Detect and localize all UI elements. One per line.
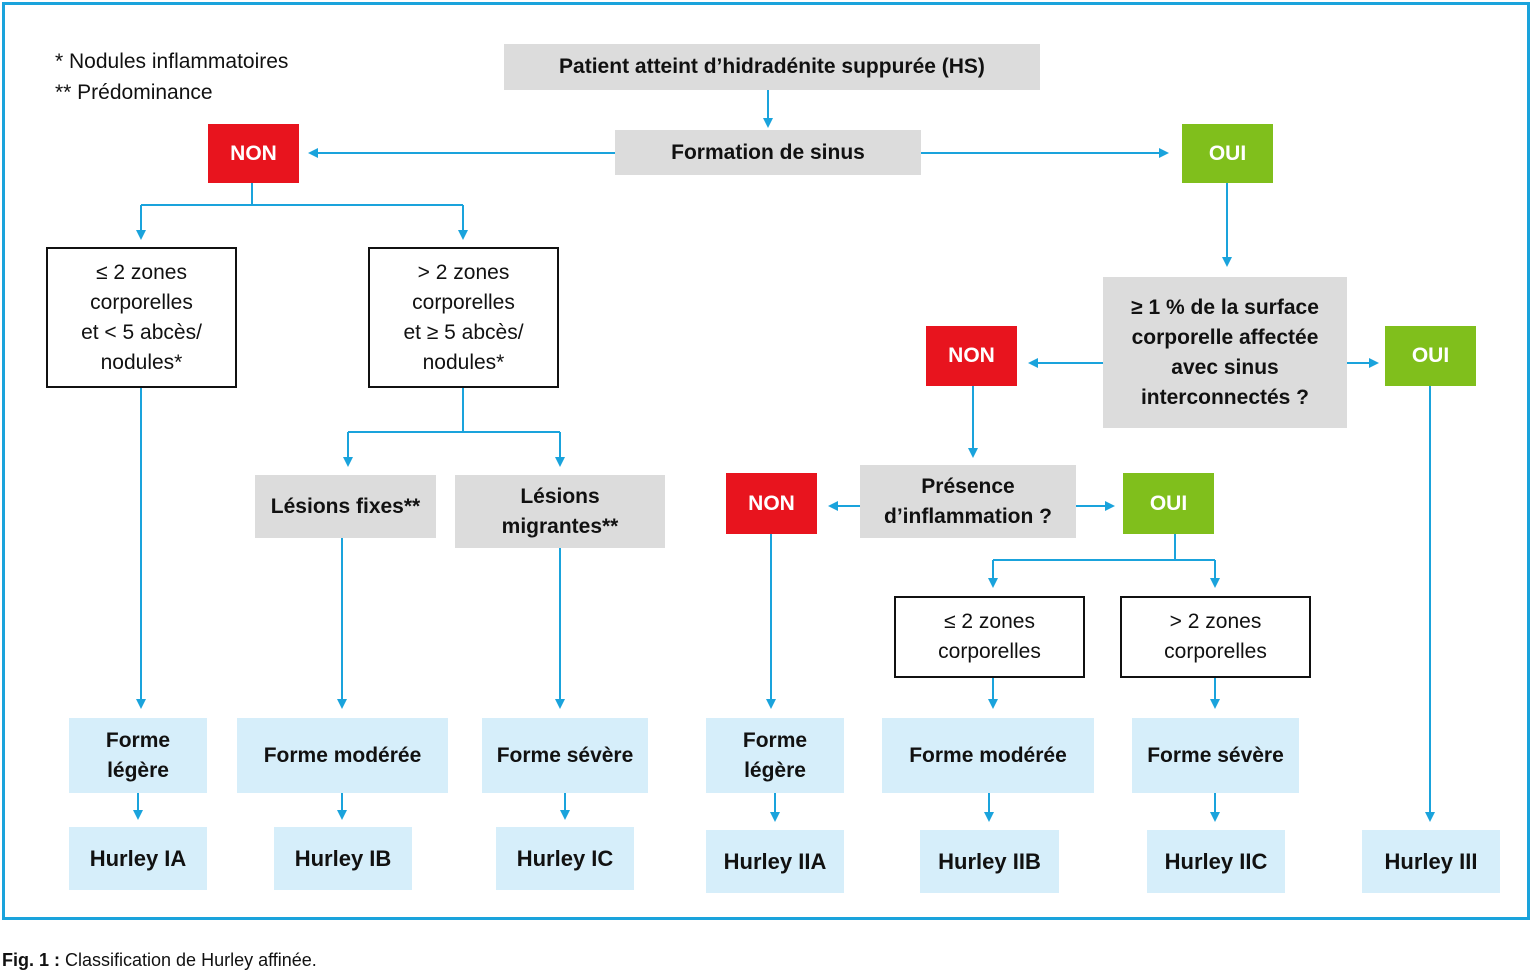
form-mild-2: Forme légère xyxy=(706,718,844,793)
node-sinus-formation: Formation de sinus xyxy=(615,130,921,175)
node-gt2-zones: > 2 zones corporelles xyxy=(1120,596,1311,678)
node-oui-inflammation: OUI xyxy=(1123,473,1214,534)
node-le2-zones: ≤ 2 zones corporelles xyxy=(894,596,1085,678)
node-non-inflammation: NON xyxy=(726,473,817,534)
node-non-surface: NON xyxy=(926,326,1017,386)
hurley-iia: Hurley IIA xyxy=(706,830,844,893)
node-body-surface-question: ≥ 1 % de la surface corporelle affectée … xyxy=(1103,277,1347,428)
node-inflammation-question: Présence d’inflammation ? xyxy=(860,465,1076,538)
caption-text: Classification de Hurley affinée. xyxy=(60,950,317,970)
hurley-ic: Hurley IC xyxy=(496,827,634,890)
diagram-frame xyxy=(2,2,1530,920)
node-oui-surface: OUI xyxy=(1385,326,1476,386)
figure-caption: Fig. 1 : Classification de Hurley affiné… xyxy=(2,950,317,971)
form-mild-1: Forme légère xyxy=(69,718,207,793)
form-severe-1: Forme sévère xyxy=(482,718,648,793)
hurley-iii: Hurley III xyxy=(1362,830,1500,893)
caption-label: Fig. 1 : xyxy=(2,950,60,970)
node-gt2-zones-abscess: > 2 zones corporelles et ≥ 5 abcès/ nodu… xyxy=(368,247,559,388)
legend-predominance: ** Prédominance xyxy=(55,81,213,104)
node-non-sinus: NON xyxy=(208,124,299,183)
form-moderate-1: Forme modérée xyxy=(237,718,448,793)
form-severe-2: Forme sévère xyxy=(1132,718,1299,793)
hurley-ia: Hurley IA xyxy=(69,827,207,890)
hurley-ib: Hurley IB xyxy=(274,827,412,890)
hurley-iic: Hurley IIC xyxy=(1147,830,1285,893)
legend-nodules: * Nodules inflammatoires xyxy=(55,50,289,73)
node-patient: Patient atteint d’hidradénite suppurée (… xyxy=(504,44,1040,90)
node-le2-zones-abscess: ≤ 2 zones corporelles et < 5 abcès/ nodu… xyxy=(46,247,237,388)
form-moderate-2: Forme modérée xyxy=(882,718,1094,793)
hurley-iib: Hurley IIB xyxy=(920,830,1059,893)
node-migrating-lesions: Lésions migrantes** xyxy=(455,475,665,548)
node-fixed-lesions: Lésions fixes** xyxy=(255,475,436,538)
node-oui-sinus: OUI xyxy=(1182,124,1273,183)
